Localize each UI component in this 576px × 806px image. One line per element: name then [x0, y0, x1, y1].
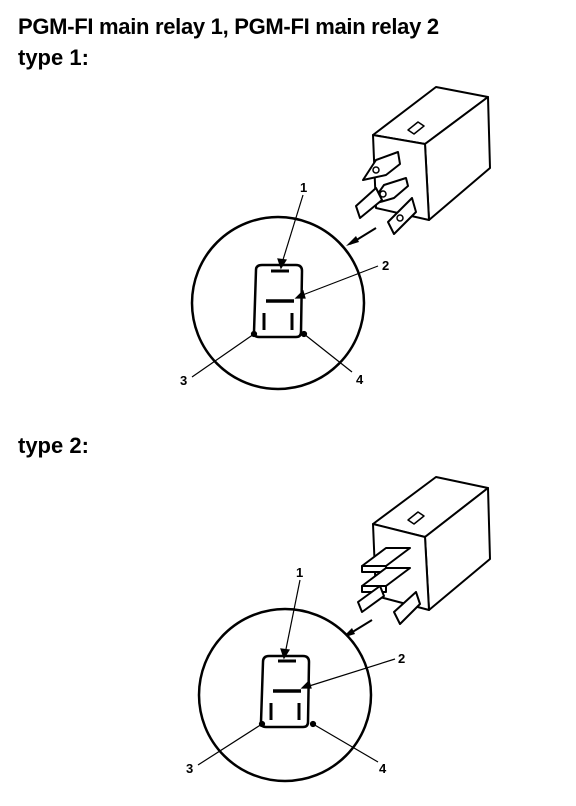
callout-2: 2 — [398, 651, 405, 666]
relay-terminals-type-2 — [357, 547, 421, 625]
type-2-label: type 2: — [18, 433, 89, 458]
relay-terminals-type-1 — [355, 151, 417, 235]
type-2-relay-diagram: 1 2 3 4 — [186, 476, 491, 783]
callout-4: 4 — [356, 372, 364, 387]
view-arrow-type-1 — [346, 227, 377, 246]
callout-1: 1 — [296, 565, 303, 580]
page-title: PGM-FI main relay 1, PGM-FI main relay 2 — [18, 14, 439, 39]
leader-lines-type-2 — [197, 579, 396, 766]
socket-magnifier-circle — [197, 607, 373, 783]
callout-3: 3 — [186, 761, 193, 776]
callout-1: 1 — [300, 180, 307, 195]
type-1-relay-diagram: 1 2 3 4 — [180, 86, 491, 391]
callout-3: 3 — [180, 373, 187, 388]
relay-body-type-1 — [372, 86, 491, 221]
callout-4: 4 — [379, 761, 387, 776]
socket-magnifier-circle — [190, 215, 366, 391]
type-1-label: type 1: — [18, 45, 89, 70]
socket-face-type-1 — [252, 263, 304, 339]
callout-2: 2 — [382, 258, 389, 273]
leader-lines-type-1 — [191, 194, 379, 378]
relay-body-type-2 — [372, 476, 491, 611]
